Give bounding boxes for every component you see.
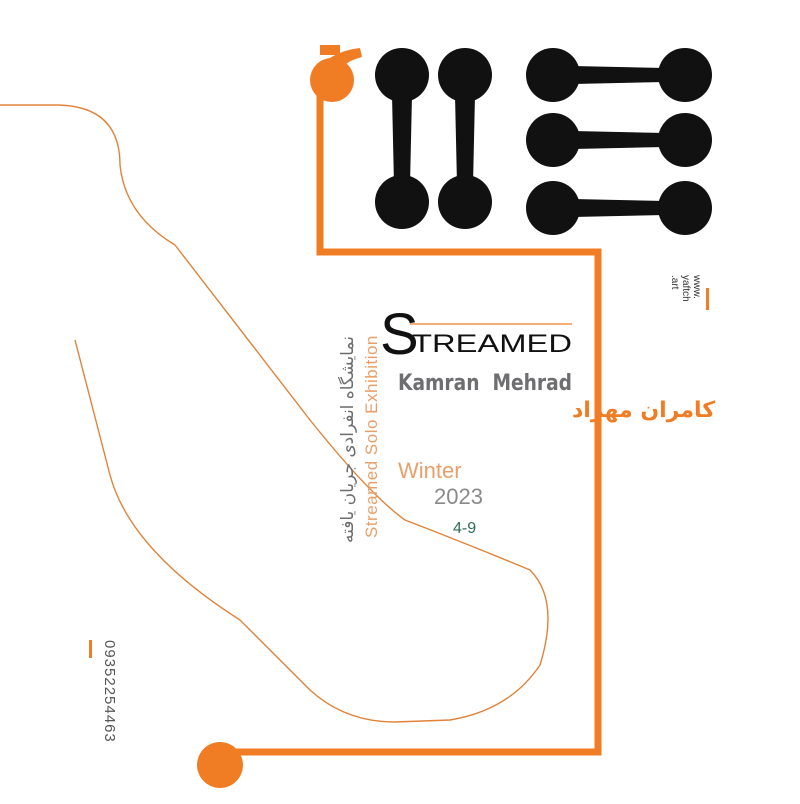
dumbbell-glyph-icon — [438, 48, 492, 229]
publisher-marker — [706, 288, 709, 310]
title-rest: TREAMED — [412, 330, 572, 358]
circuit-line — [225, 80, 602, 756]
dumbbell-glyph-icon — [526, 181, 712, 235]
publisher-url[interactable]: www. yaftch .art — [669, 275, 702, 315]
dumbbell-glyph-icon — [375, 48, 429, 229]
publisher-line-1: www. — [691, 275, 702, 299]
phone-marker — [89, 640, 92, 658]
title-first-letter: S — [380, 302, 419, 367]
phone-number: 09352254463 — [101, 640, 118, 743]
dumbbell-glyph-icon — [526, 48, 712, 102]
thin-flow-line — [0, 104, 549, 723]
date-season: Winter — [398, 458, 462, 483]
circuit-top-neck — [310, 48, 362, 90]
artist-name-en: Kamran Mehrad — [398, 371, 572, 396]
artist-name-fa: کامران مهراد — [572, 398, 715, 423]
vertical-title-en: Streamed Solo Exhibition — [362, 335, 381, 538]
date-days: 4-9 — [453, 520, 476, 537]
circuit-bottom-dot — [197, 742, 243, 788]
publisher-line-3: .art — [669, 275, 680, 290]
circuit-top-node — [320, 45, 340, 55]
date-year: 2023 — [434, 484, 483, 509]
publisher-line-2: yaftch — [680, 275, 691, 302]
dumbbell-glyph-icon — [526, 113, 712, 167]
vertical-title-fa: نمایشگاه انفرادی جریان یافته — [338, 336, 358, 543]
logo-glyphs — [375, 48, 712, 235]
